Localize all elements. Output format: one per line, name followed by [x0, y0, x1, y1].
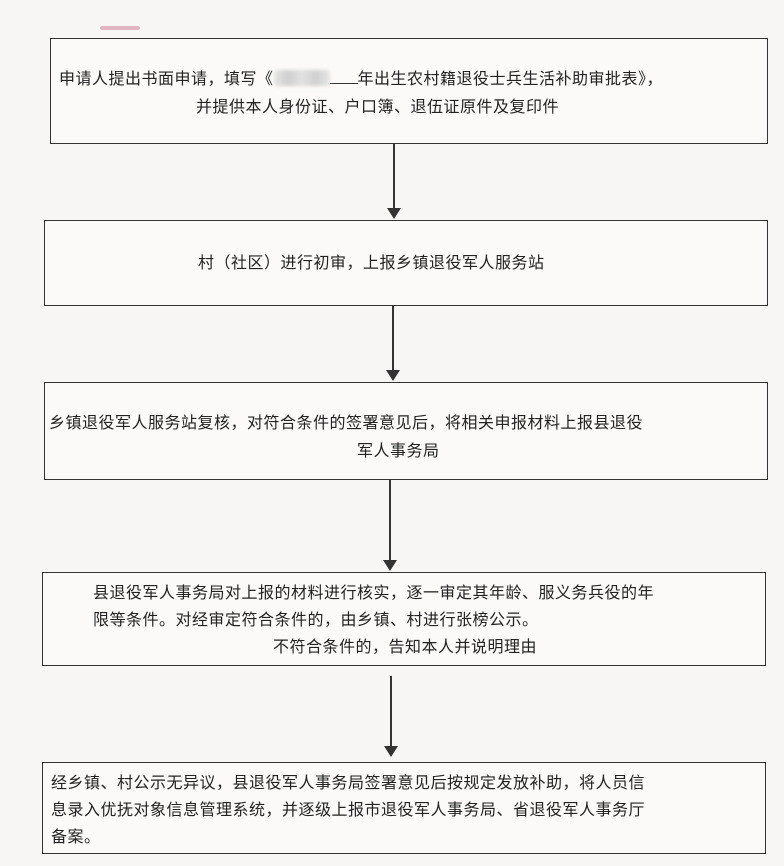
- flow-step-4-line-3: 不符合条件的，告知本人并说明理由: [273, 637, 538, 656]
- flow-step-3-line-2: 军人事务局: [357, 441, 440, 460]
- flow-step-2-box: 村（社区）进行初审，上报乡镇退役军人服务站: [44, 220, 768, 306]
- flow-step-1-line-1: 申请人提出书面申请，填写《 年出生农村籍退役士兵生活补助审批表》，: [59, 65, 767, 93]
- flow-step-4-box: 县退役军人事务局对上报的材料进行核实，逐一审定其年龄、服义务兵役的年 限等条件。…: [42, 572, 766, 666]
- flow-step-4-line-1: 县退役军人事务局对上报的材料进行核实，逐一审定其年龄、服义务兵役的年: [93, 583, 655, 602]
- step1-text-suffix: 年出生农村籍退役士兵生活补助审批表》，: [357, 69, 664, 88]
- flow-step-3-line-1: 乡镇退役军人服务站复核，对符合条件的签署意见后，将相关申报材料上报县退役: [49, 413, 644, 432]
- flow-arrow-3: [383, 480, 397, 572]
- redacted-year-blur: [273, 70, 330, 86]
- flow-step-2-line-1: 村（社区）进行初审，上报乡镇退役军人服务站: [198, 253, 545, 272]
- flow-step-5-line-3: 备案。: [51, 827, 101, 846]
- flow-arrow-1: [387, 144, 401, 220]
- flow-step-1-box: 申请人提出书面申请，填写《 年出生农村籍退役士兵生活补助审批表》， 并提供本人身份…: [50, 38, 768, 144]
- flow-step-5-box: 经乡镇、村公示无异议，县退役军人事务局签署意见后按规定发放补助，将人员信 息录入…: [42, 762, 766, 854]
- blank-underline: [329, 69, 358, 84]
- flow-step-4-line-2: 限等条件。对经审定符合条件的，由乡镇、村进行张榜公示。: [93, 610, 539, 629]
- flow-arrow-2: [386, 306, 400, 382]
- flow-step-1-line-2: 并提供本人身份证、户口簿、退伍证原件及复印件: [196, 97, 560, 116]
- flow-step-5-line-2: 息录入优抚对象信息管理系统，并逐级上报市退役军人事务局、省退役军人事务厅: [51, 800, 646, 819]
- flow-arrow-4: [384, 676, 398, 758]
- flow-step-3-box: 乡镇退役军人服务站复核，对符合条件的签署意见后，将相关申报材料上报县退役 军人事…: [44, 382, 768, 480]
- step1-text-prefix: 申请人提出书面申请，填写《: [59, 69, 274, 88]
- red-stamp-fragment: [100, 26, 140, 30]
- flow-step-5-line-1: 经乡镇、村公示无异议，县退役军人事务局签署意见后按规定发放补助，将人员信: [51, 773, 646, 792]
